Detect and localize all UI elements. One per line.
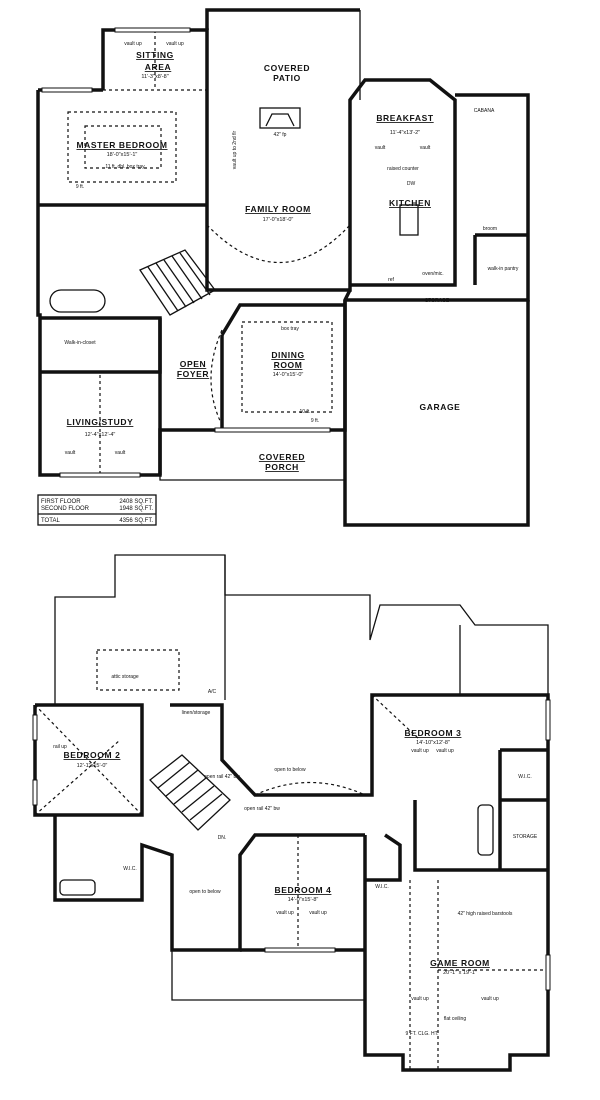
note: vault [115,450,126,456]
note: vault up [124,41,142,47]
note: STORAGE [425,298,450,304]
area-row-value: 2408 SQ.FT. [119,499,153,505]
room-label-covered-porch-1: COVERED [259,452,305,462]
note: STORAGE [513,834,538,840]
room-label-covered-patio-1: COVERED [264,63,310,73]
room-label-area: AREA [145,62,172,72]
note: DN. [218,835,227,841]
note: 42" high raised barstools [458,911,513,917]
area-row-value: 1948 SQ.FT. [119,506,153,512]
room-label-breakfast: BREAKFAST [376,113,434,123]
note: vault up [276,910,294,916]
note: ref [388,277,394,283]
upper-stairs [149,754,231,831]
note: flat ceiling [444,1016,466,1022]
note: CABANA [474,108,495,114]
room-label-room: ROOM [274,360,303,370]
room-dim-sitting: 11'-3"x8'-8" [141,74,168,80]
room-label-kitchen: KITCHEN [389,198,431,208]
note: W.I.C. [123,866,137,872]
note: Walk-in-closet [64,340,96,346]
note: vault [375,145,386,151]
note: attic storage [111,674,138,680]
room-dim-dining: 14'-0"x15'-0" [273,372,304,378]
note: oven/mic. [422,271,443,277]
room-label-game-room: GAME ROOM [430,958,490,968]
note: open to below [274,767,306,773]
note: W.I.C. [375,884,389,890]
room-label-living-study: LIVING/STUDY [67,417,134,427]
room-dim-bedroom-2: 12'-1"x15'-0" [77,763,108,769]
second-floor-labels: BEDROOM 2 12'-1"x15'-0" BEDROOM 3 14'-10… [53,674,538,1037]
room-label-garage: GARAGE [420,402,461,412]
note: walk-in pantry [488,266,519,272]
room-label-open: OPEN [180,359,207,369]
room-label-covered-porch-2: PORCH [265,462,299,472]
room-dim-living-study: 12'-4"x12'-4" [85,432,116,438]
note: open to below [189,889,221,895]
note: vault up to 2nd flr [232,130,238,169]
note: raised counter [387,166,419,172]
note: 9 FT. CLG. HT. [405,1031,438,1037]
stairs [139,249,216,316]
first-floor-labels: SITTING AREA 11'-3"x8'-8" COVERED PATIO … [64,41,519,472]
note: vault up [309,910,327,916]
note: box tray [281,326,299,332]
note: 42" fp [274,132,287,138]
room-dim-master-bedroom: 18'-0"x15'-1" [107,152,138,158]
room-label-covered-patio-2: PATIO [273,73,301,83]
note: broom [483,226,497,232]
room-label-master-bedroom: MASTER BEDROOM [76,140,167,150]
note: vault [420,145,431,151]
area-row-label: SECOND FLOOR [41,506,90,512]
room-dim-breakfast: 11'-4"x13'-2" [390,130,420,136]
note: linen/storage [182,710,211,716]
room-dim-game-room: 20'-1" x 19'-1" [443,970,477,976]
area-total-label: TOTAL [41,518,60,524]
note: vault [65,450,76,456]
note: vault up [411,748,429,754]
note: rail up [53,744,67,750]
room-label-sitting: SITTING [136,50,174,60]
note: W.I.C. [518,774,532,780]
room-label-dining: DINING [271,350,304,360]
note: vault up [166,41,184,47]
room-label-bedroom-2: BEDROOM 2 [64,750,121,760]
second-floor-walls [32,554,551,1072]
note: vault up [436,748,454,754]
room-label-family-room: FAMILY ROOM [245,204,311,214]
note: A/C [208,689,217,695]
room-label-bedroom-3: BEDROOM 3 [405,728,462,738]
room-dim-bedroom-4: 14'-0"x15'-8" [288,897,319,903]
note: 9 ft. [311,418,319,424]
note: DW [407,181,416,187]
area-table: FIRST FLOOR 2408 SQ.FT. SECOND FLOOR 194… [37,494,157,526]
note: 10 ft. [299,409,310,415]
room-label-foyer: FOYER [177,369,209,379]
area-row-label: FIRST FLOOR [41,499,81,505]
note: open rail 42" bw [204,774,240,780]
room-dim-bedroom-3: 14'-10"x12'-8" [416,740,450,746]
room-dim-family-room: 17'-0"x18'-0" [263,217,294,223]
note: vault up [411,996,429,1002]
note: vault up [481,996,499,1002]
first-floor-walls [36,8,530,527]
note: open rail 42" bw [244,806,280,812]
note: 9 ft. [76,184,84,190]
note: 11 ft. dbl. box tray [105,164,145,170]
room-label-bedroom-4: BEDROOM 4 [275,885,332,895]
area-total-value: 4356 SQ.FT. [119,518,153,524]
